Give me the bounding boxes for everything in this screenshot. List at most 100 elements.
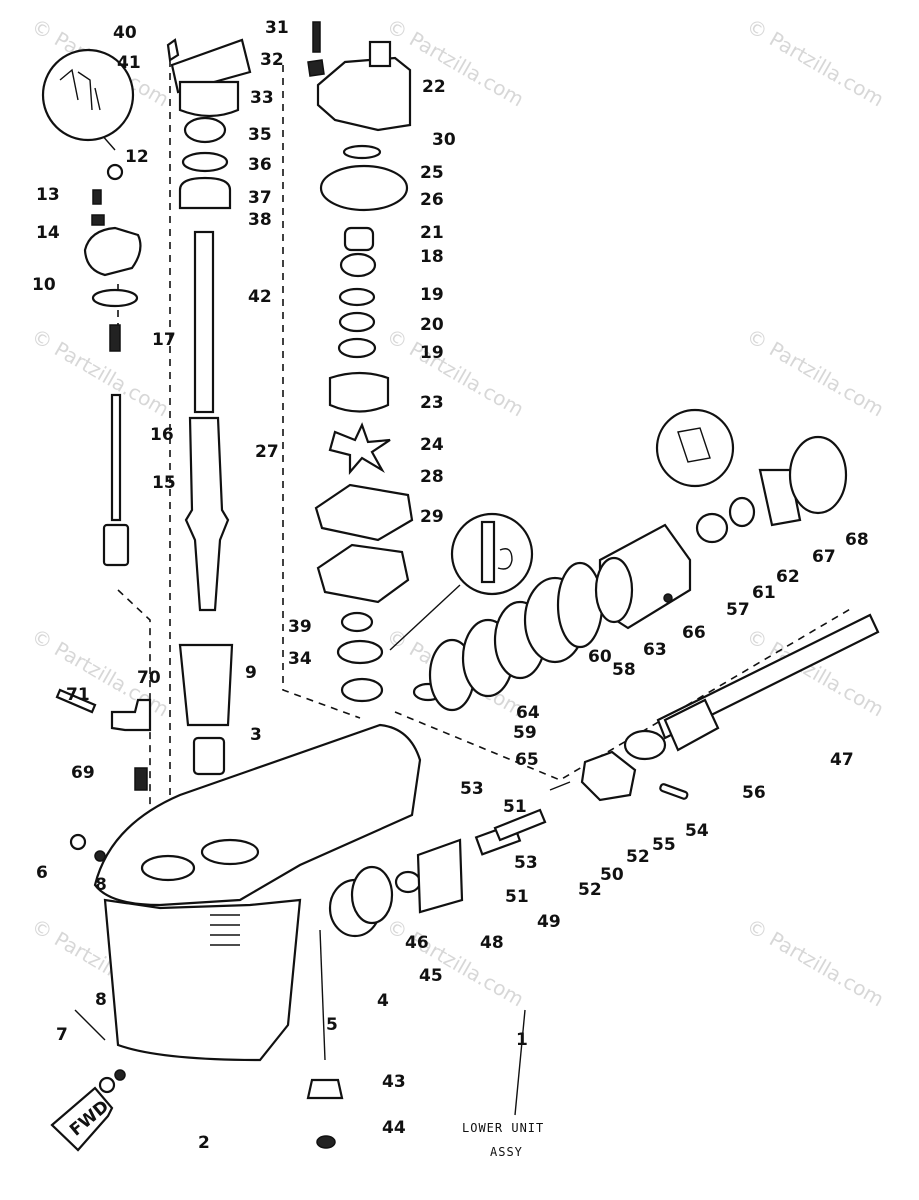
callout-46: 46 xyxy=(405,933,429,953)
callout-38: 38 xyxy=(248,210,272,230)
hose-70 xyxy=(110,698,152,732)
callout-71: 71 xyxy=(66,685,90,705)
bearing-61 xyxy=(695,512,729,544)
callout-47: 47 xyxy=(830,750,854,770)
callout-50: 50 xyxy=(600,865,624,885)
callout-42: 42 xyxy=(248,287,272,307)
impeller-26 xyxy=(328,422,391,475)
forward-gear-45 xyxy=(416,838,464,914)
callout-14: 14 xyxy=(36,223,60,243)
callout-52: 52 xyxy=(578,880,602,900)
callout-60: 60 xyxy=(588,647,612,667)
callout-22: 22 xyxy=(422,77,446,97)
drive-shaft-group xyxy=(166,38,252,776)
assembly-label-line1: LOWER UNIT xyxy=(462,1121,544,1135)
callout-52: 52 xyxy=(626,847,650,867)
bushing-3 xyxy=(192,736,226,776)
shift-rod-end xyxy=(102,523,130,567)
cap-68 xyxy=(788,435,848,515)
fitting-69 xyxy=(134,767,148,791)
callout-32: 32 xyxy=(260,50,284,70)
water-pump-group xyxy=(307,21,414,703)
gasket-29 xyxy=(316,543,410,604)
callout-54: 54 xyxy=(685,821,709,841)
callout-35: 35 xyxy=(248,125,272,145)
callout-66: 66 xyxy=(682,623,706,643)
callout-7: 7 xyxy=(56,1025,68,1045)
o-ring xyxy=(91,288,139,308)
callout-51: 51 xyxy=(503,797,527,817)
callout-51: 51 xyxy=(505,887,529,907)
detail-circle-key xyxy=(655,408,735,488)
callout-16: 16 xyxy=(150,425,174,445)
pin-66 xyxy=(663,593,673,603)
callout-37: 37 xyxy=(248,188,272,208)
callout-48: 48 xyxy=(480,933,504,953)
liner-24 xyxy=(319,164,409,212)
callout-26: 26 xyxy=(420,190,444,210)
pinion-43 xyxy=(306,1078,344,1100)
callout-67: 67 xyxy=(812,547,836,567)
o-ring-25 xyxy=(342,144,382,160)
callout-69: 69 xyxy=(71,763,95,783)
watermark-text: © Partzilla.com xyxy=(383,914,529,1012)
seal-62 xyxy=(728,496,756,528)
washer-19a xyxy=(338,287,376,307)
callout-30: 30 xyxy=(432,130,456,150)
callout-39: 39 xyxy=(288,617,312,637)
callout-33: 33 xyxy=(250,88,274,108)
bearing-34b xyxy=(340,677,384,703)
spring-56 xyxy=(623,729,667,761)
callout-9: 9 xyxy=(245,663,257,683)
insert-23 xyxy=(328,371,390,413)
callout-19: 19 xyxy=(420,285,444,305)
pin-54 xyxy=(659,783,689,800)
callout-21: 21 xyxy=(420,223,444,243)
callout-6: 6 xyxy=(36,863,48,883)
callout-24: 24 xyxy=(420,435,444,455)
callout-10: 10 xyxy=(32,275,56,295)
cam-55 xyxy=(580,750,637,802)
callout-40: 40 xyxy=(113,23,137,43)
clip-14 xyxy=(91,214,105,226)
bearing-34a xyxy=(336,639,384,665)
housing-37 xyxy=(178,176,232,210)
bearing-46 xyxy=(394,870,422,894)
callout-44: 44 xyxy=(382,1118,406,1138)
seal-36 xyxy=(181,151,229,173)
reverse-gear-group xyxy=(412,408,848,712)
callout-53: 53 xyxy=(460,779,484,799)
shift-rod-15 xyxy=(110,393,122,522)
detail-circle-clip xyxy=(41,48,135,142)
slider-48 xyxy=(493,808,547,842)
housing-bore xyxy=(594,556,634,624)
fwd-arrow: FWD xyxy=(50,1086,114,1152)
callout-31: 31 xyxy=(265,18,289,38)
washer-12 xyxy=(106,163,124,181)
propeller-shaft-47 xyxy=(656,613,880,740)
casing-hole-2 xyxy=(200,838,260,866)
seal-39 xyxy=(340,611,374,633)
callout-68: 68 xyxy=(845,530,869,550)
callout-63: 63 xyxy=(643,640,667,660)
callout-56: 56 xyxy=(742,783,766,803)
watermark-text: © Partzilla.com xyxy=(383,324,529,422)
spring-71 xyxy=(55,688,97,714)
detail-key-group xyxy=(389,512,534,651)
washer-32 xyxy=(307,59,325,77)
casing-body-2 xyxy=(103,898,302,1062)
callout-36: 36 xyxy=(248,155,272,175)
lower-casing-group xyxy=(55,688,422,1094)
propeller-shaft-group xyxy=(493,613,880,842)
watermark-text: © Partzilla.com xyxy=(743,914,889,1012)
seal-21 xyxy=(343,226,375,252)
callout-8: 8 xyxy=(95,990,107,1010)
bushing-17 xyxy=(109,324,121,352)
callout-28: 28 xyxy=(420,467,444,487)
key xyxy=(480,520,496,584)
callout-64: 64 xyxy=(516,703,540,723)
assembly-label-line2: ASSY xyxy=(490,1145,523,1159)
gear-group xyxy=(306,822,522,1149)
